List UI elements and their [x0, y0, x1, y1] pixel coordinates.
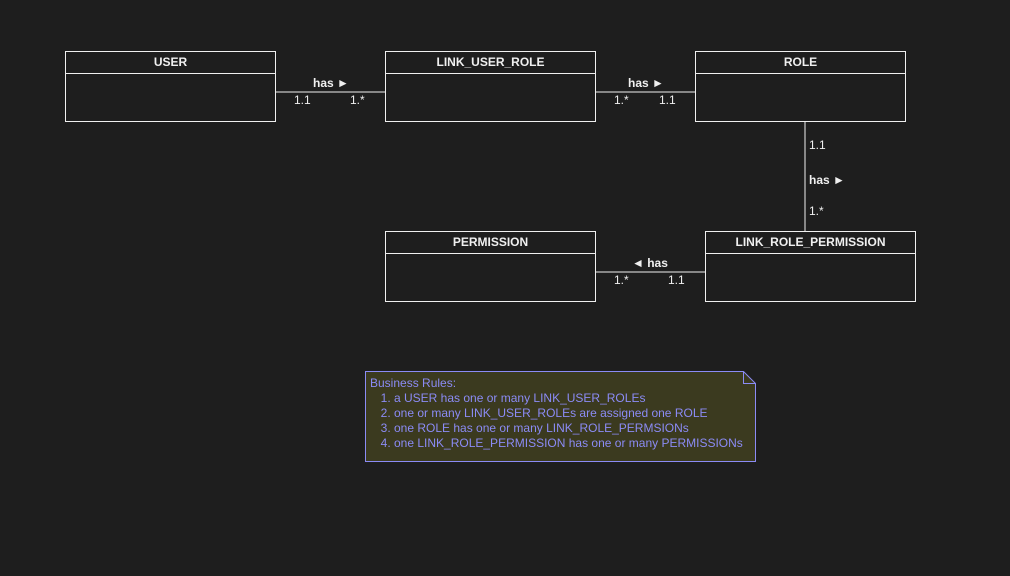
entity-role[interactable]: ROLE: [695, 51, 906, 122]
entity-link-role-permission-title: LINK_ROLE_PERMISSION: [706, 232, 915, 254]
entity-permission[interactable]: PERMISSION: [385, 231, 596, 302]
entity-link-user-role-title: LINK_USER_ROLE: [386, 52, 595, 74]
relation-label-user-link-user-role: has ►: [313, 76, 349, 90]
list-item: one ROLE has one or many LINK_ROLE_PERMS…: [394, 421, 743, 436]
relation-label-link-role-permission-permission: ◄ has: [632, 256, 668, 270]
multiplicity-link-role-permission-top: 1.*: [809, 204, 824, 218]
business-rules-note[interactable]: Business Rules: a USER has one or many L…: [365, 371, 756, 462]
multiplicity-link-role-permission-side: 1.1: [668, 273, 685, 287]
multiplicity-link-user-role-side: 1.*: [350, 93, 365, 107]
entity-permission-title: PERMISSION: [386, 232, 595, 254]
list-item: a USER has one or many LINK_USER_ROLEs: [394, 391, 743, 406]
entity-user-title: USER: [66, 52, 275, 74]
relation-label-link-user-role-role: has ►: [628, 76, 664, 90]
multiplicity-permission-side: 1.*: [614, 273, 629, 287]
entity-role-title: ROLE: [696, 52, 905, 74]
note-text: Business Rules: a USER has one or many L…: [370, 376, 743, 451]
entity-user[interactable]: USER: [65, 51, 276, 122]
multiplicity-role-side: 1.1: [659, 93, 676, 107]
relation-label-role-link-role-permission: has ►: [809, 173, 845, 187]
multiplicity-user-side: 1.1: [294, 93, 311, 107]
entity-link-user-role[interactable]: LINK_USER_ROLE: [385, 51, 596, 122]
multiplicity-role-top: 1.1: [809, 138, 826, 152]
multiplicity-link-user-role-side-2: 1.*: [614, 93, 629, 107]
entity-link-role-permission[interactable]: LINK_ROLE_PERMISSION: [705, 231, 916, 302]
business-rules-list: a USER has one or many LINK_USER_ROLEs o…: [370, 391, 743, 451]
note-shape: [365, 371, 756, 462]
list-item: one LINK_ROLE_PERMISSION has one or many…: [394, 436, 743, 451]
note-heading: Business Rules:: [370, 376, 457, 390]
list-item: one or many LINK_USER_ROLEs are assigned…: [394, 406, 743, 421]
